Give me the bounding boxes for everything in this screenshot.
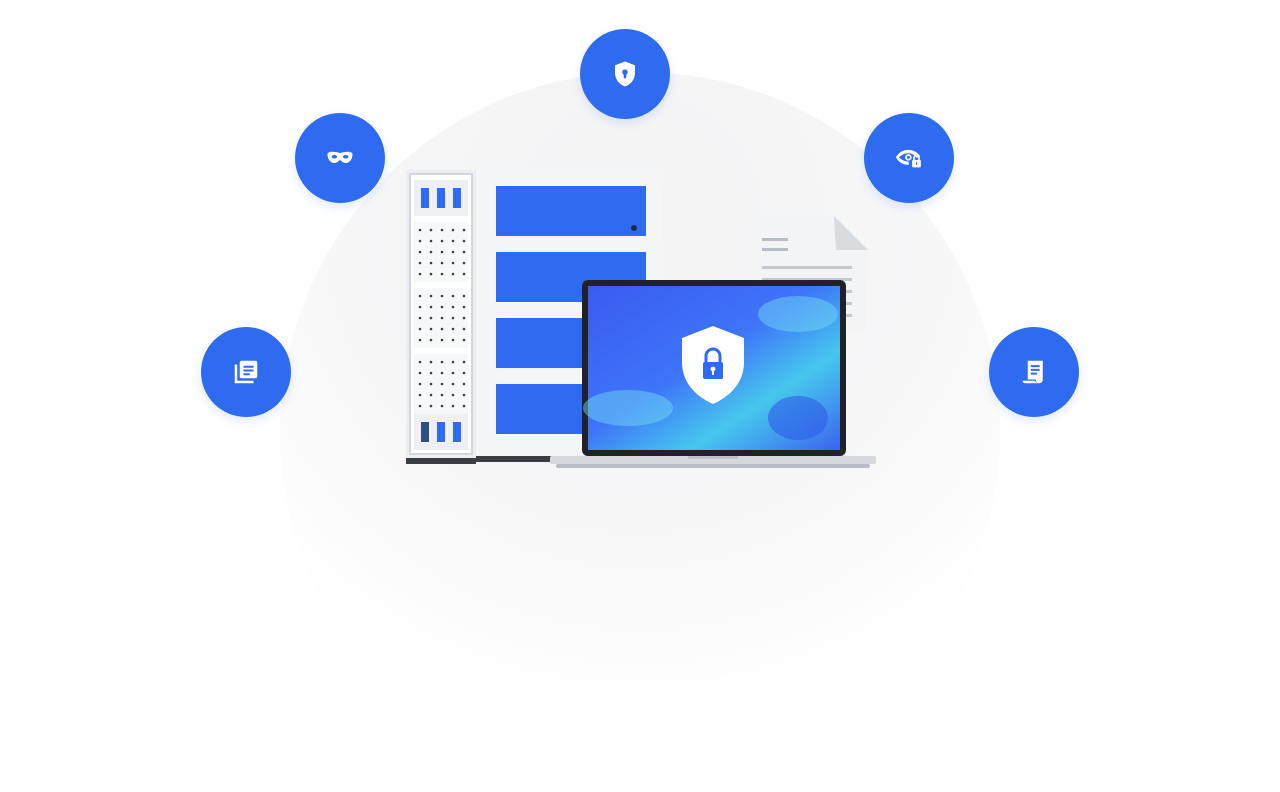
vent-dot xyxy=(440,382,444,386)
vent-dot xyxy=(462,327,466,331)
vent-dot xyxy=(440,261,444,265)
vent-dot xyxy=(429,316,433,320)
vent-dot xyxy=(418,250,422,254)
vent-dot xyxy=(451,228,455,232)
eye-lock-icon xyxy=(895,149,921,168)
vent-dot xyxy=(451,294,455,298)
vent-dot xyxy=(418,393,422,397)
vent-dot xyxy=(440,250,444,254)
vent-dot xyxy=(451,316,455,320)
vent-dot xyxy=(462,382,466,386)
vent-dot xyxy=(451,338,455,342)
vent-dot xyxy=(418,305,422,309)
vent-dot xyxy=(451,393,455,397)
vent-dot xyxy=(462,305,466,309)
receipt-icon xyxy=(1022,360,1043,384)
vent-dot xyxy=(418,404,422,408)
vent-dot xyxy=(418,228,422,232)
shield-badge xyxy=(580,29,670,119)
vent-dot xyxy=(429,261,433,265)
vent-dot xyxy=(440,294,444,298)
vent-dot xyxy=(429,393,433,397)
vent-dot xyxy=(451,404,455,408)
receipt-badge xyxy=(989,327,1079,417)
vent-dot xyxy=(462,294,466,298)
vent-dot xyxy=(440,404,444,408)
vent-dot xyxy=(418,371,422,375)
vent-dot xyxy=(429,371,433,375)
copy-document-icon xyxy=(234,360,258,384)
vent-dot xyxy=(462,239,466,243)
copy-badge xyxy=(201,327,291,417)
vent-dot xyxy=(462,338,466,342)
security-illustration xyxy=(201,29,1079,792)
vent-dot xyxy=(440,239,444,243)
vent-dot xyxy=(418,316,422,320)
vent-dot xyxy=(440,360,444,364)
vent-dot xyxy=(440,393,444,397)
vent-dot xyxy=(429,228,433,232)
vent-dot xyxy=(462,371,466,375)
vent-dot xyxy=(418,294,422,298)
vent-dot xyxy=(440,228,444,232)
mask-badge xyxy=(295,113,385,203)
eye-lock-badge xyxy=(864,113,954,203)
vent-dot xyxy=(429,338,433,342)
vent-dot xyxy=(429,272,433,276)
vent-dot xyxy=(451,360,455,364)
vent-dot xyxy=(451,371,455,375)
vent-dot xyxy=(440,316,444,320)
vent-dot xyxy=(418,327,422,331)
vent-dot xyxy=(429,250,433,254)
vent-dot xyxy=(451,261,455,265)
vent-dot xyxy=(440,327,444,331)
vent-dot xyxy=(462,228,466,232)
vent-dot xyxy=(451,272,455,276)
vent-dot xyxy=(462,250,466,254)
vent-dot xyxy=(429,294,433,298)
vent-dot xyxy=(418,338,422,342)
vent-dot xyxy=(418,360,422,364)
vent-dot xyxy=(418,272,422,276)
vent-dot xyxy=(429,239,433,243)
vent-dot xyxy=(462,393,466,397)
vent-dot xyxy=(462,316,466,320)
vent-dot xyxy=(440,371,444,375)
vent-dot xyxy=(429,327,433,331)
vent-dot xyxy=(440,338,444,342)
vent-dot xyxy=(462,272,466,276)
mask-icon xyxy=(327,151,353,163)
vent-dot xyxy=(429,382,433,386)
vent-dot xyxy=(440,272,444,276)
vent-dot xyxy=(440,305,444,309)
vent-dot xyxy=(451,382,455,386)
vent-dot xyxy=(451,305,455,309)
vent-dot xyxy=(451,327,455,331)
vent-dot xyxy=(418,261,422,265)
vent-dot xyxy=(429,404,433,408)
vent-dot xyxy=(429,305,433,309)
vent-dot xyxy=(451,250,455,254)
vent-dot xyxy=(462,404,466,408)
vent-dot xyxy=(462,360,466,364)
vent-dot xyxy=(429,360,433,364)
laptop-icon xyxy=(550,280,876,468)
shield-lock-icon xyxy=(615,61,635,87)
vent-dot xyxy=(451,239,455,243)
vent-dot xyxy=(462,261,466,265)
vent-dot xyxy=(418,239,422,243)
vent-dot xyxy=(418,382,422,386)
